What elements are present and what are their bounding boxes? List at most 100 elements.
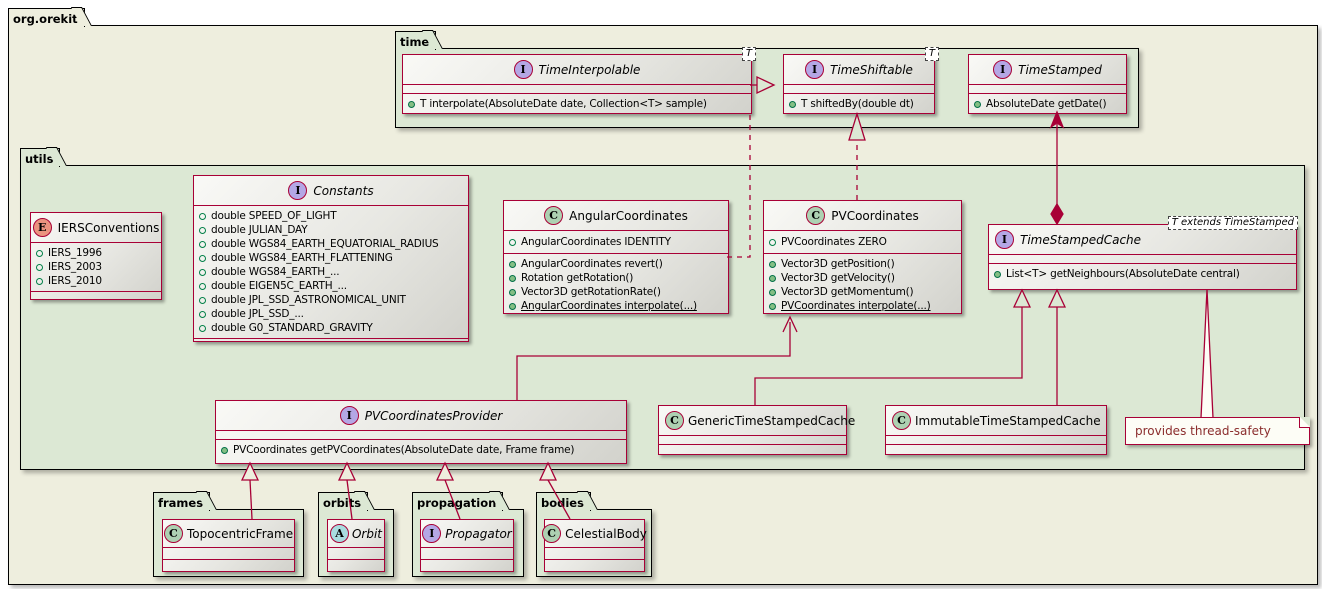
class-title: I PVCoordinatesProvider: [216, 401, 626, 430]
class-title: I TimeInterpolable: [403, 55, 751, 84]
interface-badge-icon: I: [513, 60, 533, 79]
fields-compartment: AngularCoordinates IDENTITY: [504, 230, 728, 253]
class-box-time-shiftable: T I TimeShiftable T shiftedBy(double dt): [783, 47, 939, 114]
class-title: I TimeStampedCache: [989, 225, 1296, 254]
method-visibility-icon: [769, 288, 776, 296]
field-visibility-icon: [199, 240, 206, 248]
fields-compartment-empty: [163, 547, 294, 559]
field-member: double EIGEN5C_EARTH_...: [199, 279, 463, 293]
class-badge-icon: C: [665, 411, 684, 430]
field-member: AngularCoordinates IDENTITY: [509, 235, 723, 249]
methods-compartment-empty: [31, 291, 161, 300]
method-visibility-icon: [509, 288, 516, 296]
methods-compartment: List<T> getNeighbours(AbsoluteDate centr…: [989, 263, 1296, 289]
method-member: T interpolate(AbsoluteDate date, Collect…: [408, 97, 746, 111]
field-member: IERS_2010: [36, 274, 156, 288]
member-text: double SPEED_OF_LIGHT: [211, 210, 337, 222]
method-member: PVCoordinates getPVCoordinates(AbsoluteD…: [221, 443, 621, 457]
methods-compartment-empty: [163, 559, 294, 571]
field-member: double JPL_SSD_ASTRONOMICAL_UNIT: [199, 293, 463, 307]
method-visibility-icon: [769, 302, 776, 310]
class-box-time-stamped-cache: T extends TimeStamped I TimeStampedCache…: [988, 216, 1298, 290]
class-box-propagator: I Propagator: [420, 519, 514, 572]
class-box-time-stamped: I TimeStamped AbsoluteDate getDate(): [968, 54, 1127, 114]
member-text: AngularCoordinates IDENTITY: [521, 236, 671, 248]
class-box-angular-coordinates: C AngularCoordinates AngularCoordinates …: [503, 200, 729, 314]
member-text: double JPL_SSD_ASTRONOMICAL_UNIT: [211, 294, 406, 306]
class-title: I Propagator: [421, 520, 513, 547]
fields-compartment-empty: [784, 84, 934, 93]
methods-compartment: T interpolate(AbsoluteDate date, Collect…: [403, 93, 751, 114]
methods-compartment: Vector3D getPosition()Vector3D getVeloci…: [764, 253, 961, 316]
package-label: bodies: [541, 495, 584, 510]
class-name: TimeInterpolable: [538, 62, 641, 77]
methods-compartment: PVCoordinates getPVCoordinates(AbsoluteD…: [216, 439, 626, 463]
package-label: frames: [158, 495, 204, 510]
method-member: AbsoluteDate getDate(): [974, 97, 1121, 111]
field-visibility-icon: [199, 324, 206, 332]
member-text: Vector3D getMomentum(): [781, 286, 914, 298]
enum-badge-icon: E: [32, 218, 52, 237]
field-member: double SPEED_OF_LIGHT: [199, 209, 463, 223]
methods-compartment: T shiftedBy(double dt): [784, 93, 934, 114]
method-visibility-icon: [509, 260, 516, 268]
class-name: TimeStamped: [1018, 62, 1102, 77]
member-text: T shiftedBy(double dt): [801, 98, 914, 110]
field-visibility-icon: [199, 282, 206, 290]
interface-badge-icon: I: [288, 181, 308, 200]
field-visibility-icon: [199, 268, 206, 276]
field-visibility-icon: [36, 277, 43, 285]
method-visibility-icon: [769, 260, 776, 268]
methods-compartment-empty: [421, 559, 513, 571]
class-name: Propagator: [445, 526, 512, 541]
class-box-immutable-time-stamped-cache: C ImmutableTimeStampedCache: [885, 405, 1107, 455]
member-text: AngularCoordinates interpolate(...): [521, 300, 697, 312]
member-text: PVCoordinates getPVCoordinates(AbsoluteD…: [233, 444, 575, 456]
field-member: double JPL_SSD_...: [199, 307, 463, 321]
package-tab-bodies: bodies: [536, 492, 591, 511]
method-member: Vector3D getRotationRate(): [509, 285, 723, 299]
package-label: orbits: [323, 495, 362, 510]
interface-badge-icon: I: [995, 230, 1014, 249]
member-text: T interpolate(AbsoluteDate date, Collect…: [420, 98, 707, 110]
field-member: double WGS84_EARTH_EQUATORIAL_RADIUS: [199, 237, 463, 251]
class-title: C GenericTimeStampedCache: [659, 406, 855, 435]
methods-compartment: AbsoluteDate getDate(): [969, 93, 1126, 114]
fields-compartment-empty: [886, 435, 1106, 444]
class-badge-icon: C: [806, 206, 826, 225]
fields-compartment-empty: [659, 435, 846, 444]
package-tab-frames: frames: [153, 492, 211, 511]
class-name: TimeShiftable: [830, 62, 913, 77]
fields-compartment-empty: [989, 254, 1296, 263]
field-visibility-icon: [199, 254, 206, 262]
class-name: IERSConventions: [57, 220, 160, 235]
class-box-pv-coordinates: C PVCoordinates PVCoordinates ZERO Vecto…: [763, 200, 962, 314]
member-text: Vector3D getRotationRate(): [521, 286, 661, 298]
class-name: Constants: [313, 183, 374, 198]
class-badge-icon: C: [892, 411, 911, 430]
class-box-time-interpolable: T I TimeInterpolable T interpolate(Absol…: [402, 47, 756, 114]
member-text: AngularCoordinates revert(): [521, 258, 663, 270]
field-member: IERS_1996: [36, 246, 156, 260]
methods-compartment-empty: [659, 444, 846, 453]
class-name: GenericTimeStampedCache: [688, 413, 856, 428]
package-tab-time: time: [395, 31, 437, 50]
class-name: CelestialBody: [565, 526, 647, 541]
member-text: double WGS84_EARTH_...: [211, 266, 340, 278]
generic-type-badge: T: [741, 47, 756, 61]
package-tab-org-orekit: org.orekit: [8, 8, 85, 27]
class-title: C CelestialBody: [542, 520, 647, 547]
field-visibility-icon: [509, 238, 516, 246]
fields-compartment-empty: [328, 547, 384, 559]
interface-badge-icon: I: [339, 406, 359, 425]
method-visibility-icon: [221, 446, 228, 454]
class-title: I Constants: [194, 176, 468, 205]
methods-compartment-empty: [545, 559, 644, 571]
generic-type-badge: T: [924, 47, 939, 61]
member-text: double JPL_SSD_...: [211, 308, 304, 320]
class-badge-icon: C: [163, 524, 183, 543]
class-name: ImmutableTimeStampedCache: [915, 413, 1101, 428]
package-tab-utils: utils: [20, 148, 61, 167]
